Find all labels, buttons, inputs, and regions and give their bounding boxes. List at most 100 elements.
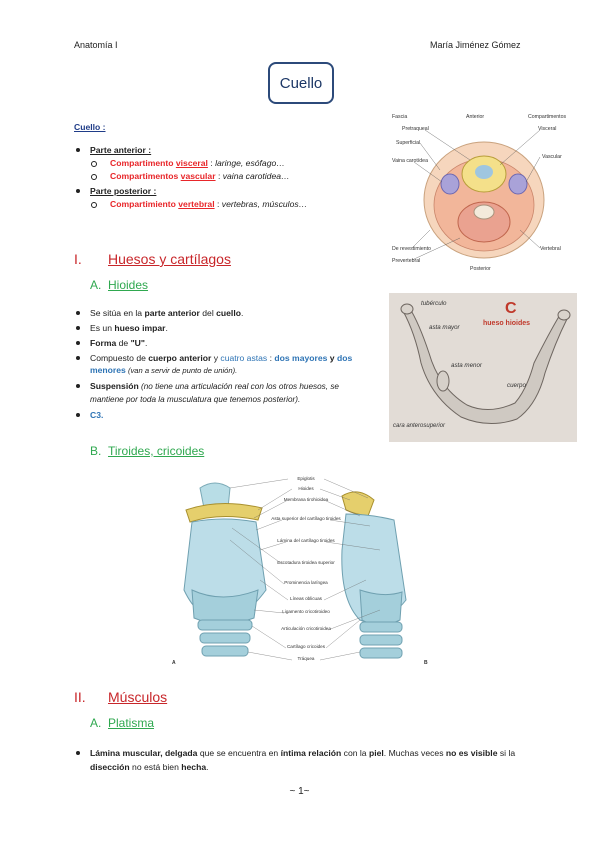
larynx-label-epiglotis: Epiglotis — [297, 476, 315, 481]
hyoid-bullet-4: Compuesto de cuerpo anterior y cuatro as… — [74, 352, 374, 377]
hyoid-bullet-1: Se sitúa en la parte anterior del cuello… — [74, 307, 374, 319]
label-compartimentos: Compartimentos — [528, 114, 566, 120]
larynx-label-articulacion: Articulación cricotiroidea — [281, 626, 331, 631]
sub-desc: vaina carotidea… — [222, 171, 290, 181]
text-blue-bold: dos mayores — [274, 353, 328, 363]
text: . — [206, 762, 209, 772]
text-bold: no es visible — [445, 748, 498, 758]
bullet — [76, 413, 80, 417]
section1-subB-letter: B. — [90, 444, 102, 458]
page-title-text: Cuello — [279, 74, 323, 92]
hyoid-bullet-2: Es un hueso impar. — [74, 322, 374, 334]
intro-list: Parte anterior : Compartimento visceral … — [74, 144, 374, 211]
hyoid-label-title: hueso hioides — [483, 320, 530, 327]
sub-post: : — [207, 158, 216, 168]
hyoid-label-tuberculo: tubérculo — [421, 300, 447, 307]
sub-key: vascular — [180, 171, 216, 181]
text-bold: hecha — [181, 762, 207, 772]
section1-subA-letter: A. — [90, 278, 102, 292]
intro-item-2: Parte posterior : — [74, 185, 374, 198]
text: . — [165, 323, 168, 333]
larynx-label-traquea: Tráquea — [298, 656, 315, 661]
larynx-label-escotadura: Escotadura tiroidea superior — [277, 560, 335, 565]
text-italic: (no tiene una articulación real con los … — [90, 382, 339, 404]
sub-key: visceral — [175, 158, 208, 168]
text: del — [199, 308, 217, 318]
hyoid-bullet-5: Suspensión (no tiene una articulación re… — [74, 380, 374, 406]
text-blue: cuatro astas — [220, 353, 268, 363]
label-fascia: Fascia — [392, 114, 407, 120]
larynx-label-hioides: Hioides — [298, 486, 314, 491]
label-superficial: Superficial — [396, 140, 420, 146]
platisma-bullet: Lámina muscular, delgada que se encuentr… — [74, 746, 534, 774]
sub-bullet — [91, 161, 97, 167]
section2-number: II. — [74, 689, 86, 705]
text-bold: hueso impar — [114, 323, 166, 333]
text-italic: (van a servir de punto de unión). — [125, 366, 238, 375]
larynx-label-asta-superior: Asta superior del cartílago tiroides — [271, 516, 341, 521]
sub-pre: Compartimiento — [110, 199, 179, 209]
text: que se encuentra en — [197, 748, 281, 758]
page-title: Cuello — [268, 62, 334, 104]
hyoid-label-asta-menor: asta menor — [451, 362, 483, 369]
section1-subB-title: Tiroides, cricoides — [108, 444, 205, 458]
intro-sub-3: Compartimiento vertebral : vertebras, mú… — [74, 198, 374, 211]
bullet — [76, 148, 80, 152]
header-right: María Jiménez Gómez — [430, 40, 521, 50]
text-bold: cuello — [216, 308, 241, 318]
hyoid-label-cuerpo: cuerpo — [507, 382, 526, 389]
bullet — [76, 326, 80, 330]
label-vertebral: Vertebral — [540, 246, 561, 252]
text: no está bien — [129, 762, 182, 772]
hyoid-label-letter: C — [505, 300, 517, 317]
bullet — [76, 341, 80, 345]
hyoid-bullet-3: Forma de "U". — [74, 337, 374, 349]
neck-cross-section-figure: Fascia Anterior Compartimentos Pretraque… — [390, 110, 578, 274]
larynx-label-ligamento: Ligamento cricotiroideo — [282, 609, 330, 614]
text: . Muchas veces — [383, 748, 446, 758]
larynx-cartilage-figure: Epiglotis Hioides Membrana tirohioidea A… — [170, 470, 432, 668]
header-left: Anatomía I — [74, 40, 118, 50]
hyoid-label-asta-mayor: asta mayor — [429, 324, 461, 331]
section1-number: I. — [74, 251, 82, 267]
text-bold: "U" — [130, 338, 145, 348]
text: Compuesto de — [90, 353, 149, 363]
sub-bullet — [91, 174, 97, 180]
text-bold: piel — [368, 748, 384, 758]
larynx-label-membrana: Membrana tirohioidea — [284, 497, 329, 502]
text-blue-bold: dos menores — [90, 353, 353, 375]
section1-title: Huesos y cartílagos — [108, 251, 231, 267]
larynx-label-prominencia: Prominencia laríngea — [284, 580, 328, 585]
bullet — [76, 384, 80, 388]
intro-heading: Cuello : — [74, 122, 106, 132]
text: . — [240, 308, 244, 318]
text: . — [144, 338, 148, 348]
sub-desc: vertebras, músculos… — [221, 199, 308, 209]
text: : — [267, 353, 275, 363]
page-number: ~ 1~ — [289, 786, 310, 797]
text-bold: íntima relación — [280, 748, 342, 758]
bullet — [76, 311, 80, 315]
text: de — [116, 338, 131, 348]
label-revestimiento: De revestimiento — [392, 246, 431, 252]
section2-title: Músculos — [108, 689, 168, 705]
bullet — [76, 356, 80, 360]
label-anterior: Anterior — [466, 114, 484, 120]
intro-item-2-label: Parte posterior : — [90, 186, 157, 196]
text-bold: Lámina muscular, delgada — [90, 748, 198, 758]
label-vaina: Vaina carotídea — [392, 158, 428, 164]
text: y — [211, 353, 221, 363]
text-bold: Suspensión — [90, 381, 139, 391]
hyoid-bullets: Se sitúa en la parte anterior del cuello… — [74, 307, 374, 421]
hyoid-label-cara: cara anterosuperior — [393, 423, 446, 429]
text-bold: disección — [90, 762, 130, 772]
text-bold: parte anterior — [144, 308, 200, 318]
text: Es un — [90, 323, 115, 333]
larynx-letter-b: B — [424, 660, 428, 666]
text-bold: y — [327, 353, 337, 363]
label-pretraqueal: Pretraqueal — [402, 126, 429, 132]
section2-subA-title: Platisma — [108, 716, 155, 730]
bullet — [76, 751, 80, 755]
section2-subA-letter: A. — [90, 716, 102, 730]
sub-desc: laringe, esófago… — [215, 158, 285, 168]
